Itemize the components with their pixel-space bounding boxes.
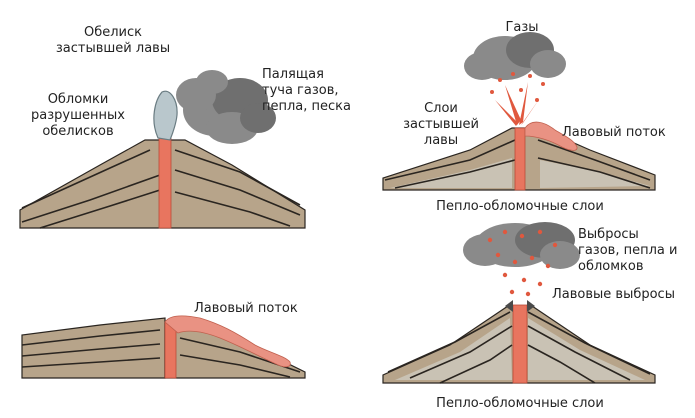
glowing-cloud	[176, 70, 276, 144]
fragments-label: Обломки разрушенных обелисков	[31, 92, 125, 139]
strato-top-lava-flow	[524, 121, 578, 151]
strato-volcano-top	[382, 32, 656, 191]
gases-label: Газы	[505, 20, 538, 35]
strato-volcano-bottom	[382, 222, 656, 384]
obelisk-label: Обелиск застывшей лавы	[56, 25, 170, 56]
ejecta-label: Выбросы газов, пепла и обломков	[578, 227, 677, 274]
obelisk-volcano-conduit	[158, 137, 172, 229]
fragments-label-line2: разрушенных	[31, 108, 125, 123]
lava-ejecta-vent	[505, 300, 535, 312]
glowing-cloud-label-line2: туча газов,	[262, 83, 339, 98]
obelisk-label-line1: Обелиск	[84, 25, 142, 40]
ash-cone-bottom-label: Пепло-обломочные слои	[436, 396, 604, 411]
ejecta-label-line2: газов, пепла и	[578, 243, 677, 258]
lava-flow-shield-label: Лавовый поток	[194, 301, 298, 316]
layers-label-line1: Слои	[424, 101, 458, 116]
top-ejecta	[490, 72, 545, 126]
strato-top-conduit	[514, 127, 526, 191]
gas-cloud	[464, 32, 566, 80]
lava-ejecta-label: Лавовые выбросы	[552, 287, 675, 302]
glowing-cloud-label-line1: Палящая	[262, 67, 324, 82]
ash-cone-top-label: Пепло-обломочные слои	[436, 199, 604, 214]
layers-label-line3: лавы	[424, 133, 458, 148]
lava-flow-top-label: Лавовый поток	[562, 125, 666, 140]
shield-lava-flow	[164, 315, 291, 368]
obelisk-label-line2: застывшей лавы	[56, 41, 170, 56]
layers-label: Слои застывшей лавы	[403, 101, 479, 148]
glowing-cloud-label-line3: пепла, песка	[262, 99, 351, 114]
obelisk-volcano	[19, 70, 306, 229]
fragments-label-line1: Обломки	[48, 92, 109, 107]
layers-label-line2: застывшей	[403, 117, 479, 132]
bottom-ejecta	[487, 229, 558, 297]
shield-volcano	[21, 315, 306, 379]
ejecta-label-line1: Выбросы	[578, 227, 639, 242]
lava-obelisk	[153, 90, 178, 141]
shield-volcano-body	[21, 317, 166, 379]
ejecta-cloud	[463, 222, 580, 269]
fragments-label-line3: обелисков	[42, 124, 113, 139]
strato-bottom-conduit	[512, 304, 528, 384]
glowing-cloud-label: Палящая туча газов, пепла, песка	[262, 67, 351, 114]
ejecta-label-line3: обломков	[578, 259, 644, 274]
